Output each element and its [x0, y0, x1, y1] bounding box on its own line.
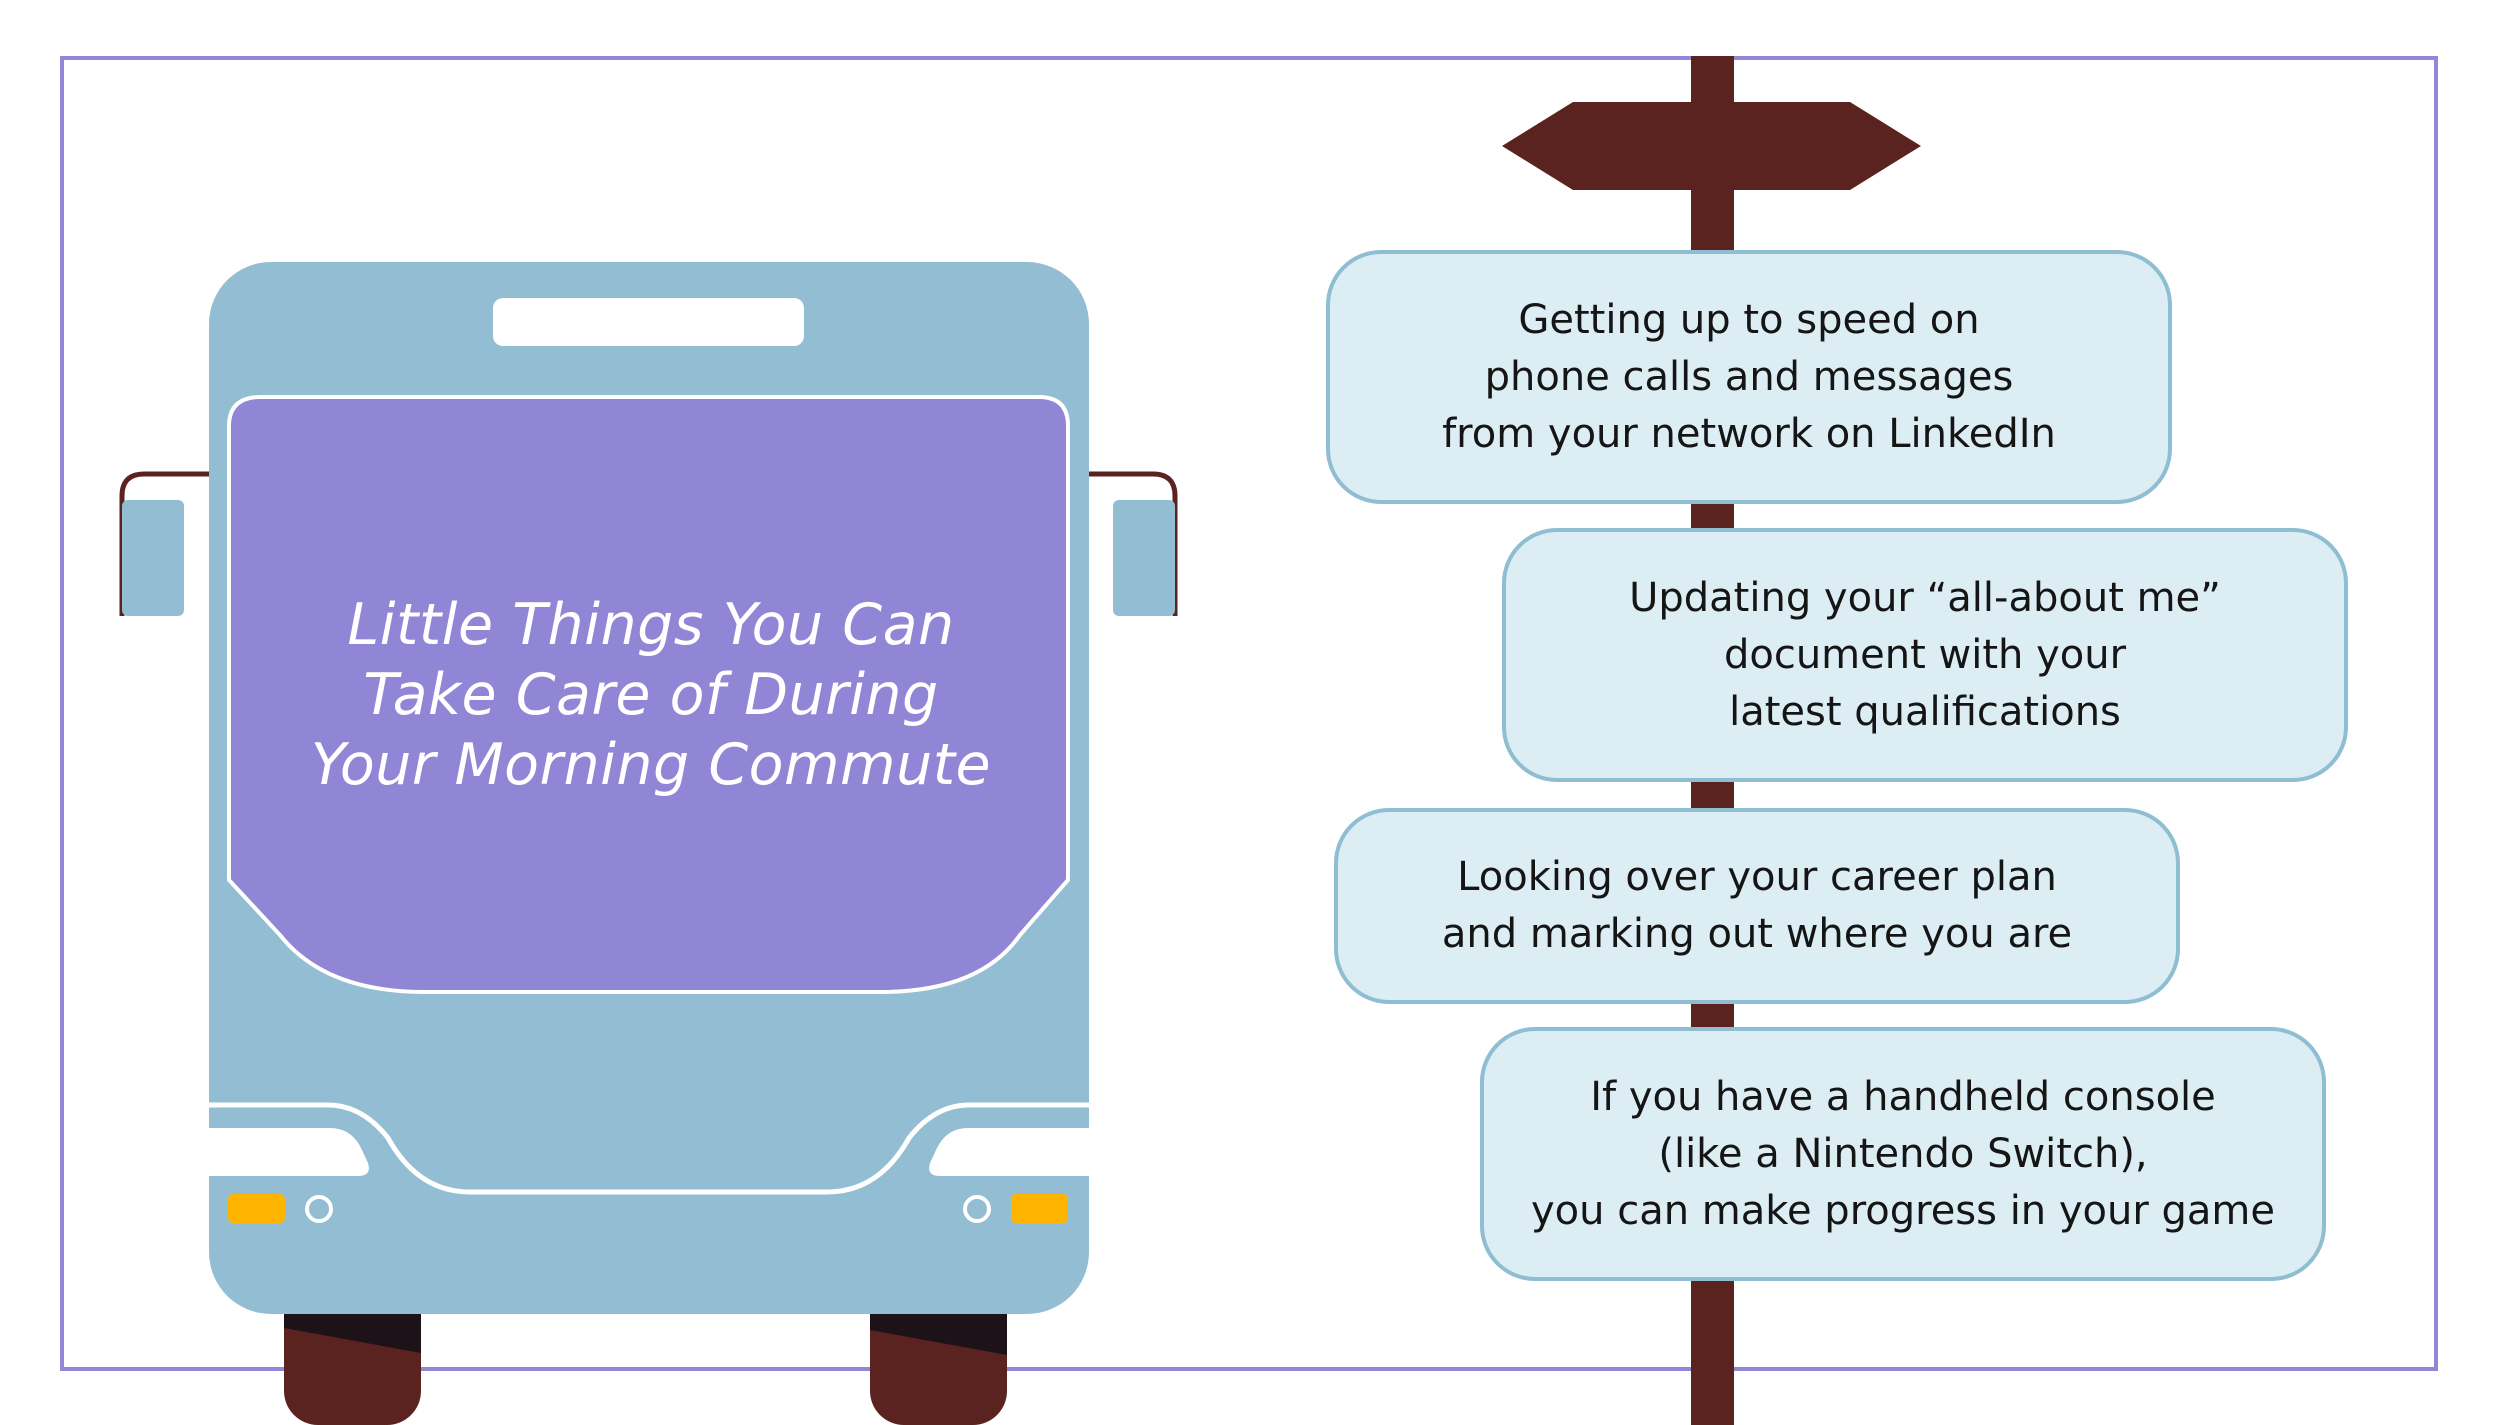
sign-3-line-2: and marking out where you are	[1441, 911, 2073, 957]
sign-2-line-3: latest qualifications	[1729, 688, 2121, 735]
bus-foglight-right	[963, 1195, 991, 1223]
sign-3: Looking over your career plan and markin…	[1334, 808, 2180, 1004]
sign-1-line-1: Getting up to speed on	[1518, 296, 1980, 343]
sign-1-line-2: phone calls and messages	[1484, 353, 2014, 400]
bus-headlight-left	[209, 1128, 369, 1176]
page-title: Little Things You Can Take Care of Durin…	[229, 590, 1073, 800]
sign-2: Updating your “all-about me” document wi…	[1502, 528, 2348, 782]
sign-4-line-1: If you have a handheld console	[1590, 1073, 2216, 1120]
bus-indicator-left	[228, 1194, 285, 1223]
bus-mirror-right	[1113, 500, 1175, 616]
title-line-3: Your Morning Commute	[310, 732, 992, 798]
bus-destination-sign	[493, 298, 804, 346]
frame-border	[60, 56, 2438, 1371]
bus-mirror-left	[122, 500, 184, 616]
bus-headlight-right	[929, 1128, 1089, 1176]
bus-grille	[209, 1102, 1089, 1195]
sign-2-line-2: document with your	[1723, 631, 2127, 678]
sign-4-line-3: you can make progress in your game	[1530, 1187, 2276, 1234]
bus-windshield	[227, 395, 1070, 994]
title-line-2: Take Care of During	[363, 662, 939, 728]
sign-4-line-2: (like a Nintendo Switch),	[1658, 1130, 2148, 1177]
title-line-1: Little Things You Can	[347, 592, 955, 658]
bus-foglight-left	[305, 1195, 333, 1223]
sign-1-line-3: from your network on LinkedIn	[1442, 410, 2056, 457]
bus-front-icon	[119, 262, 1178, 1425]
signpost-arrow	[1502, 102, 1921, 190]
sign-1: Getting up to speed on phone calls and m…	[1326, 250, 2172, 504]
bus-indicator-right	[1011, 1194, 1068, 1223]
sign-4: If you have a handheld console (like a N…	[1480, 1027, 2326, 1281]
sign-2-line-1: Updating your “all-about me”	[1629, 574, 2221, 621]
sign-3-line-1: Looking over your career plan	[1457, 854, 2057, 900]
